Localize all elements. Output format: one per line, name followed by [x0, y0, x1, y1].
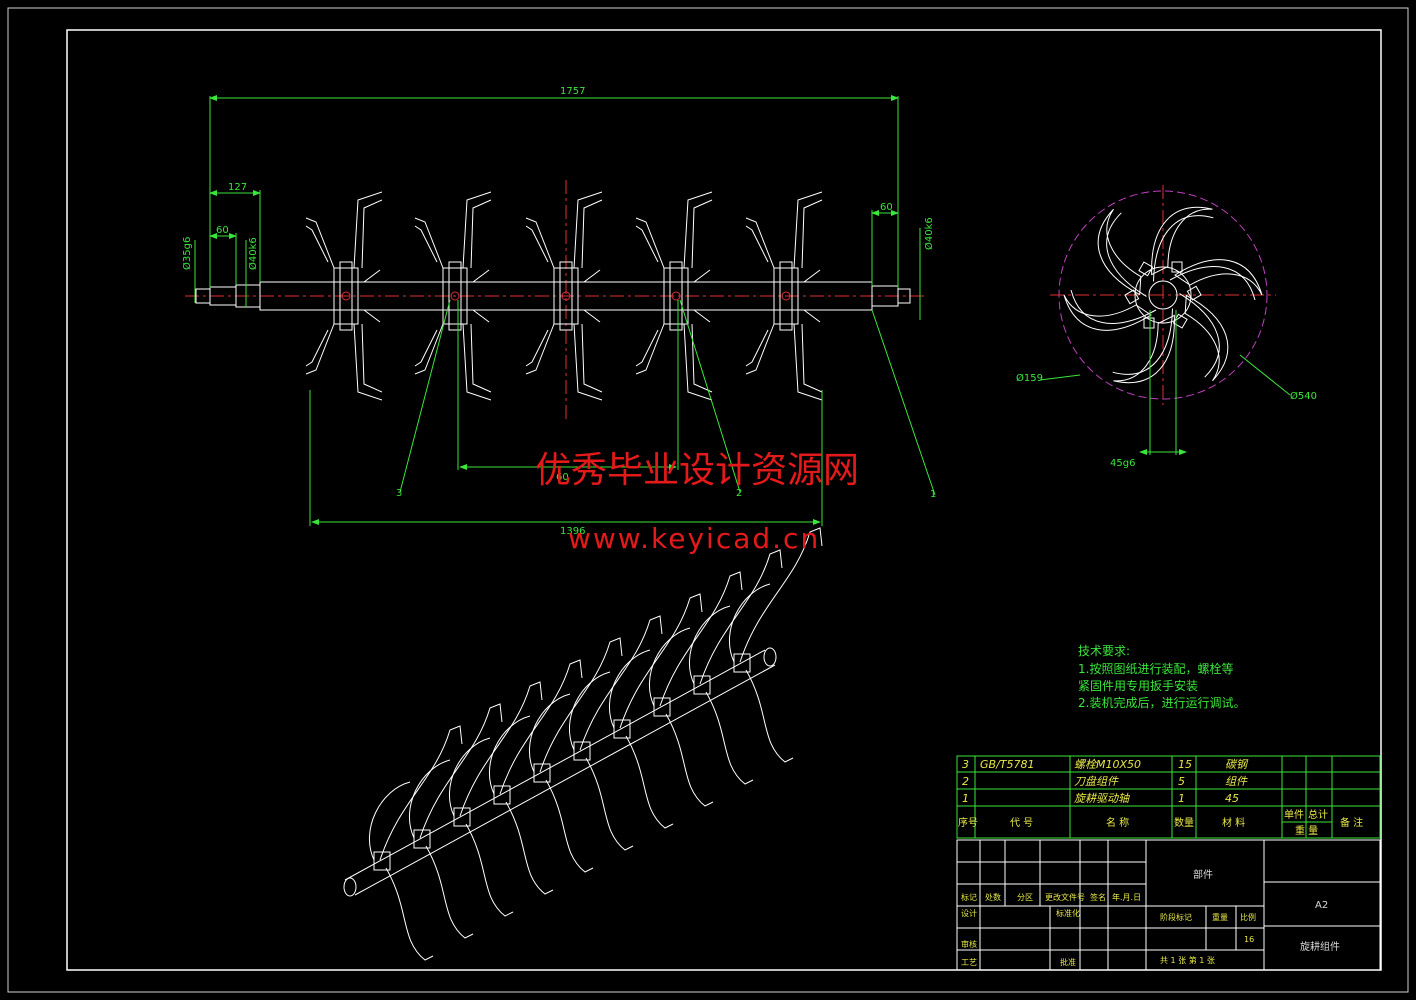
svg-text:备 注: 备 注 — [1340, 816, 1363, 829]
svg-text:处数: 处数 — [985, 892, 1001, 902]
svg-text:名 称: 名 称 — [1106, 816, 1129, 829]
svg-text:刀盘组件: 刀盘组件 — [1074, 775, 1119, 788]
dim-d40-left: Ø40k6 — [247, 237, 259, 270]
iso-blade — [689, 549, 783, 785]
dim-1396: 1396 — [560, 526, 585, 537]
title-weight: 重量 — [1212, 912, 1228, 922]
tech-title: 技术要求: — [1078, 644, 1130, 658]
tech-line2: 紧固件用专用扳手安装 — [1078, 678, 1198, 693]
dim-60-right: 60 — [880, 202, 893, 213]
isometric-view — [343, 527, 823, 961]
title-block — [956, 839, 1381, 971]
svg-text:单件: 单件 — [1284, 809, 1304, 821]
disc-blade — [1097, 208, 1147, 305]
svg-text:GB/T5781: GB/T5781 — [980, 758, 1035, 771]
bom-row-2: 2 刀盘组件 5 组件 — [962, 775, 1248, 788]
leader-2: 2 — [736, 488, 742, 499]
bom-row-3: 3 GB/T5781 螺栓M10X50 15 碳钢 — [962, 758, 1249, 771]
iso-blade — [649, 571, 743, 807]
svg-text:15: 15 — [1178, 758, 1192, 771]
title-scale-value: 16 — [1244, 935, 1254, 944]
bom-header: 序号 代 号 名 称 数量 材 料 单件 总计 重 量 备 注 — [958, 808, 1363, 837]
outer-frame — [7, 7, 1409, 993]
title-scale: 比例 — [1240, 912, 1256, 922]
svg-text:材 料: 材 料 — [1222, 816, 1245, 829]
dim-d40-right: Ø40k6 — [923, 217, 935, 250]
title-review: 审核 — [961, 939, 977, 949]
dim-d159: Ø159 — [1016, 372, 1043, 384]
iso-blade — [409, 703, 503, 939]
title-drawing-name: 旋耕组件 — [1300, 940, 1340, 953]
dim-d35: Ø35g6 — [181, 237, 193, 270]
svg-text:螺栓M10X50: 螺栓M10X50 — [1074, 758, 1141, 771]
svg-text:5: 5 — [1178, 775, 1185, 788]
blade-assembly — [414, 191, 492, 401]
dim-127: 127 — [228, 182, 247, 193]
svg-text:1: 1 — [962, 792, 969, 805]
iso-blade — [729, 527, 823, 763]
bom-table — [956, 755, 1381, 839]
svg-text:碳钢: 碳钢 — [1225, 758, 1249, 771]
svg-text:总计: 总计 — [1308, 808, 1328, 821]
dim-60-left: 60 — [216, 225, 229, 236]
dim-1757: 1757 — [560, 86, 585, 97]
title-part: 部件 — [1193, 868, 1213, 881]
title-standard: 标准化 — [1056, 908, 1080, 918]
title-design: 设计 — [961, 908, 977, 918]
tech-line3: 2.装机完成后，进行运行调试。 — [1078, 695, 1245, 710]
technical-requirements: 技术要求: 1.按照图纸进行装配，螺栓等 紧固件用专用扳手安装 2.装机完成后，… — [1078, 644, 1245, 710]
svg-text:组件: 组件 — [1225, 775, 1248, 788]
title-size: A2 — [1315, 900, 1328, 911]
blade-assembly — [525, 191, 603, 401]
leader-1: 1 — [930, 489, 936, 500]
dim-d540: Ø540 — [1290, 390, 1317, 402]
svg-text:代 号: 代 号 — [1010, 817, 1033, 829]
iso-blade — [489, 659, 583, 895]
title-approve: 批准 — [1060, 957, 1076, 967]
inner-frame — [66, 29, 1382, 971]
disc-blade — [1112, 308, 1188, 384]
dim-60-mid: 60 — [556, 472, 569, 483]
iso-blade — [569, 615, 663, 851]
disc-blade — [1179, 285, 1229, 382]
title-sheets: 共 1 张 第 1 张 — [1160, 955, 1215, 965]
watermark-url: www.keyicad.cn — [568, 522, 820, 555]
svg-text:45: 45 — [1225, 792, 1239, 805]
title-stage: 阶段标记 — [1160, 912, 1192, 922]
svg-text:数量: 数量 — [1174, 816, 1194, 829]
title-row-marks: 标记 处数 分区 更改文件号 签名 年.月.日 — [961, 892, 1141, 902]
blade-assembly — [305, 191, 383, 401]
iso-blade — [449, 681, 543, 917]
svg-text:2: 2 — [962, 775, 969, 788]
front-view: 1757 127 60 60 Ø35g6 Ø40k6 Ø40k6 1396 60… — [181, 86, 936, 537]
svg-text:更改文件号: 更改文件号 — [1045, 892, 1085, 902]
svg-text:分区: 分区 — [1017, 893, 1033, 902]
svg-text:标记: 标记 — [961, 892, 977, 902]
blade-assembly — [635, 191, 713, 401]
disc-blade — [1169, 259, 1263, 301]
dim-45g6: 45g6 — [1110, 458, 1135, 469]
svg-text:签名: 签名 — [1090, 892, 1106, 902]
tech-line1: 1.按照图纸进行装配，螺栓等 — [1078, 661, 1233, 676]
iso-blade — [609, 593, 703, 829]
svg-text:3: 3 — [962, 758, 969, 771]
svg-text:重 量: 重 量 — [1295, 824, 1318, 837]
svg-text:1: 1 — [1178, 792, 1185, 805]
watermark-title: 优秀毕业设计资源网 — [535, 450, 859, 491]
iso-blade — [529, 637, 623, 873]
svg-text:序号: 序号 — [958, 816, 978, 829]
disc-blade — [1138, 206, 1214, 282]
title-process: 工艺 — [961, 958, 977, 967]
bom-row-1: 1 旋耕驱动轴 1 45 — [962, 792, 1239, 805]
svg-text:年.月.日: 年.月.日 — [1112, 892, 1141, 902]
disc-blade — [1063, 289, 1157, 331]
iso-blade — [369, 725, 463, 961]
svg-text:旋耕驱动轴: 旋耕驱动轴 — [1074, 792, 1130, 805]
side-view: Ø159 Ø540 45g6 — [1016, 185, 1317, 469]
blade-assembly — [745, 191, 823, 401]
leader-3: 3 — [396, 488, 402, 499]
